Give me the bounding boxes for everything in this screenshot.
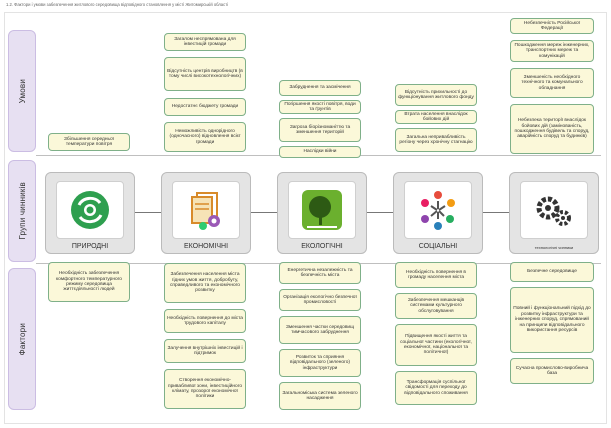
category-name: СОЦІАЛЬНІ: [418, 243, 458, 250]
condition-box: Пошкодження мереж інженерних, транспортн…: [510, 40, 594, 62]
condition-box: Недостатнє бюджету громади: [164, 98, 246, 116]
people-circle-icon: [421, 191, 455, 230]
conditions-label: Умови: [17, 78, 27, 104]
globe-recycle-icon: [71, 191, 109, 229]
category-tile-economic: ЕКОНОМІЧНІ: [161, 172, 251, 254]
condition-box: Небезпека території внаслідок бойових ді…: [510, 104, 594, 154]
eco-leaf-icon: [302, 190, 342, 230]
category-icon-frame: [56, 181, 124, 239]
category-name: ПРИРОДНІ: [71, 243, 109, 250]
factor-box: Організація екологічно безпечної промисл…: [279, 289, 361, 311]
side-label-conditions: Умови: [8, 30, 36, 152]
factors-label: Фактори: [17, 322, 27, 356]
category-tile-social: СОЦІАЛЬНІ: [393, 172, 483, 254]
factor-box: Безпечне середовище: [510, 262, 594, 282]
factor-box: Забезпечення мешканців системами культур…: [395, 293, 477, 319]
factor-box: Зменшення частки середовищ тимчасового з…: [279, 316, 361, 344]
category-icon-frame: [172, 181, 240, 239]
condition-box: Зменшеність необхідного технічного та ко…: [510, 68, 594, 98]
groups-label: Групи чинників: [17, 182, 27, 240]
factor-box: Необхідність забезпечення комфортного те…: [48, 262, 130, 302]
side-label-factors: Фактори: [8, 268, 36, 410]
condition-box: Погіршення якості повітря, води та ґрунт…: [279, 100, 361, 114]
category-tile-technological: технологічні чинники: [509, 172, 599, 254]
condition-box: Забруднення та засмічення: [279, 80, 361, 96]
condition-box: Загроза біорізноманіттю та зменшення тер…: [279, 118, 361, 142]
category-tile-natural: ПРИРОДНІ: [45, 172, 135, 254]
figure-caption: 1.2. Фактори і умови забезпечення житлов…: [6, 2, 229, 7]
condition-box: Збільшення середньої температури повітря: [48, 133, 130, 151]
factor-box: Підвищення якості життя та соціальної ча…: [395, 324, 477, 366]
condition-box: Загальна непривабливість регіону через х…: [395, 128, 477, 152]
condition-box: Загалом неспрямована для інвестицій гром…: [164, 33, 246, 51]
condition-box: Втрата населення внаслідок бойових дій: [395, 110, 477, 124]
factor-box: Розвиток та сприяння відповідального (зе…: [279, 349, 361, 377]
documents-gears-icon: [191, 192, 220, 230]
factor-box: Трансформація суспільної свідомості для …: [395, 371, 477, 405]
side-label-groups: Групи чинників: [8, 160, 36, 262]
condition-box: Відсутність центрів виробництв (в тому ч…: [164, 57, 246, 91]
factor-box: Енергетична незалежність та безпечність …: [279, 262, 361, 284]
condition-box: Відсутність прихильності до функціонуван…: [395, 84, 477, 106]
category-name: ЕКОНОМІЧНІ: [183, 243, 229, 250]
category-icon-frame: [520, 181, 588, 239]
factor-box: Залучення внутрішніх інвестицій і підтри…: [164, 339, 246, 363]
factor-box: Загальноміська система зеленого насаджен…: [279, 382, 361, 410]
condition-box: Наслідки війни: [279, 146, 361, 158]
factor-box: Повний і функціональний підхід до розвит…: [510, 287, 594, 353]
factor-box: Необхідність повернення в громаду населе…: [395, 262, 477, 288]
factor-box: Сучасна промислово-виробнича база: [510, 358, 594, 384]
gears-icon: [536, 196, 571, 226]
category-icon-frame: [404, 181, 472, 239]
condition-box: Неможливість однорідного (одночасного) в…: [164, 122, 246, 152]
condition-box: Небезпечність Російської Федерації: [510, 18, 594, 34]
category-name: технологічні чинники: [534, 245, 574, 250]
category-icon-frame: [288, 181, 356, 239]
category-name: ЕКОЛОГІЧНІ: [301, 243, 343, 250]
category-tile-ecological: ЕКОЛОГІЧНІ: [277, 172, 367, 254]
factor-box: Створення економічно-привабливої зони, і…: [164, 369, 246, 409]
factor-box: Забезпечення населення міста гідних умов…: [164, 263, 246, 303]
factor-box: Необхідність повернення до міста трудово…: [164, 309, 246, 333]
